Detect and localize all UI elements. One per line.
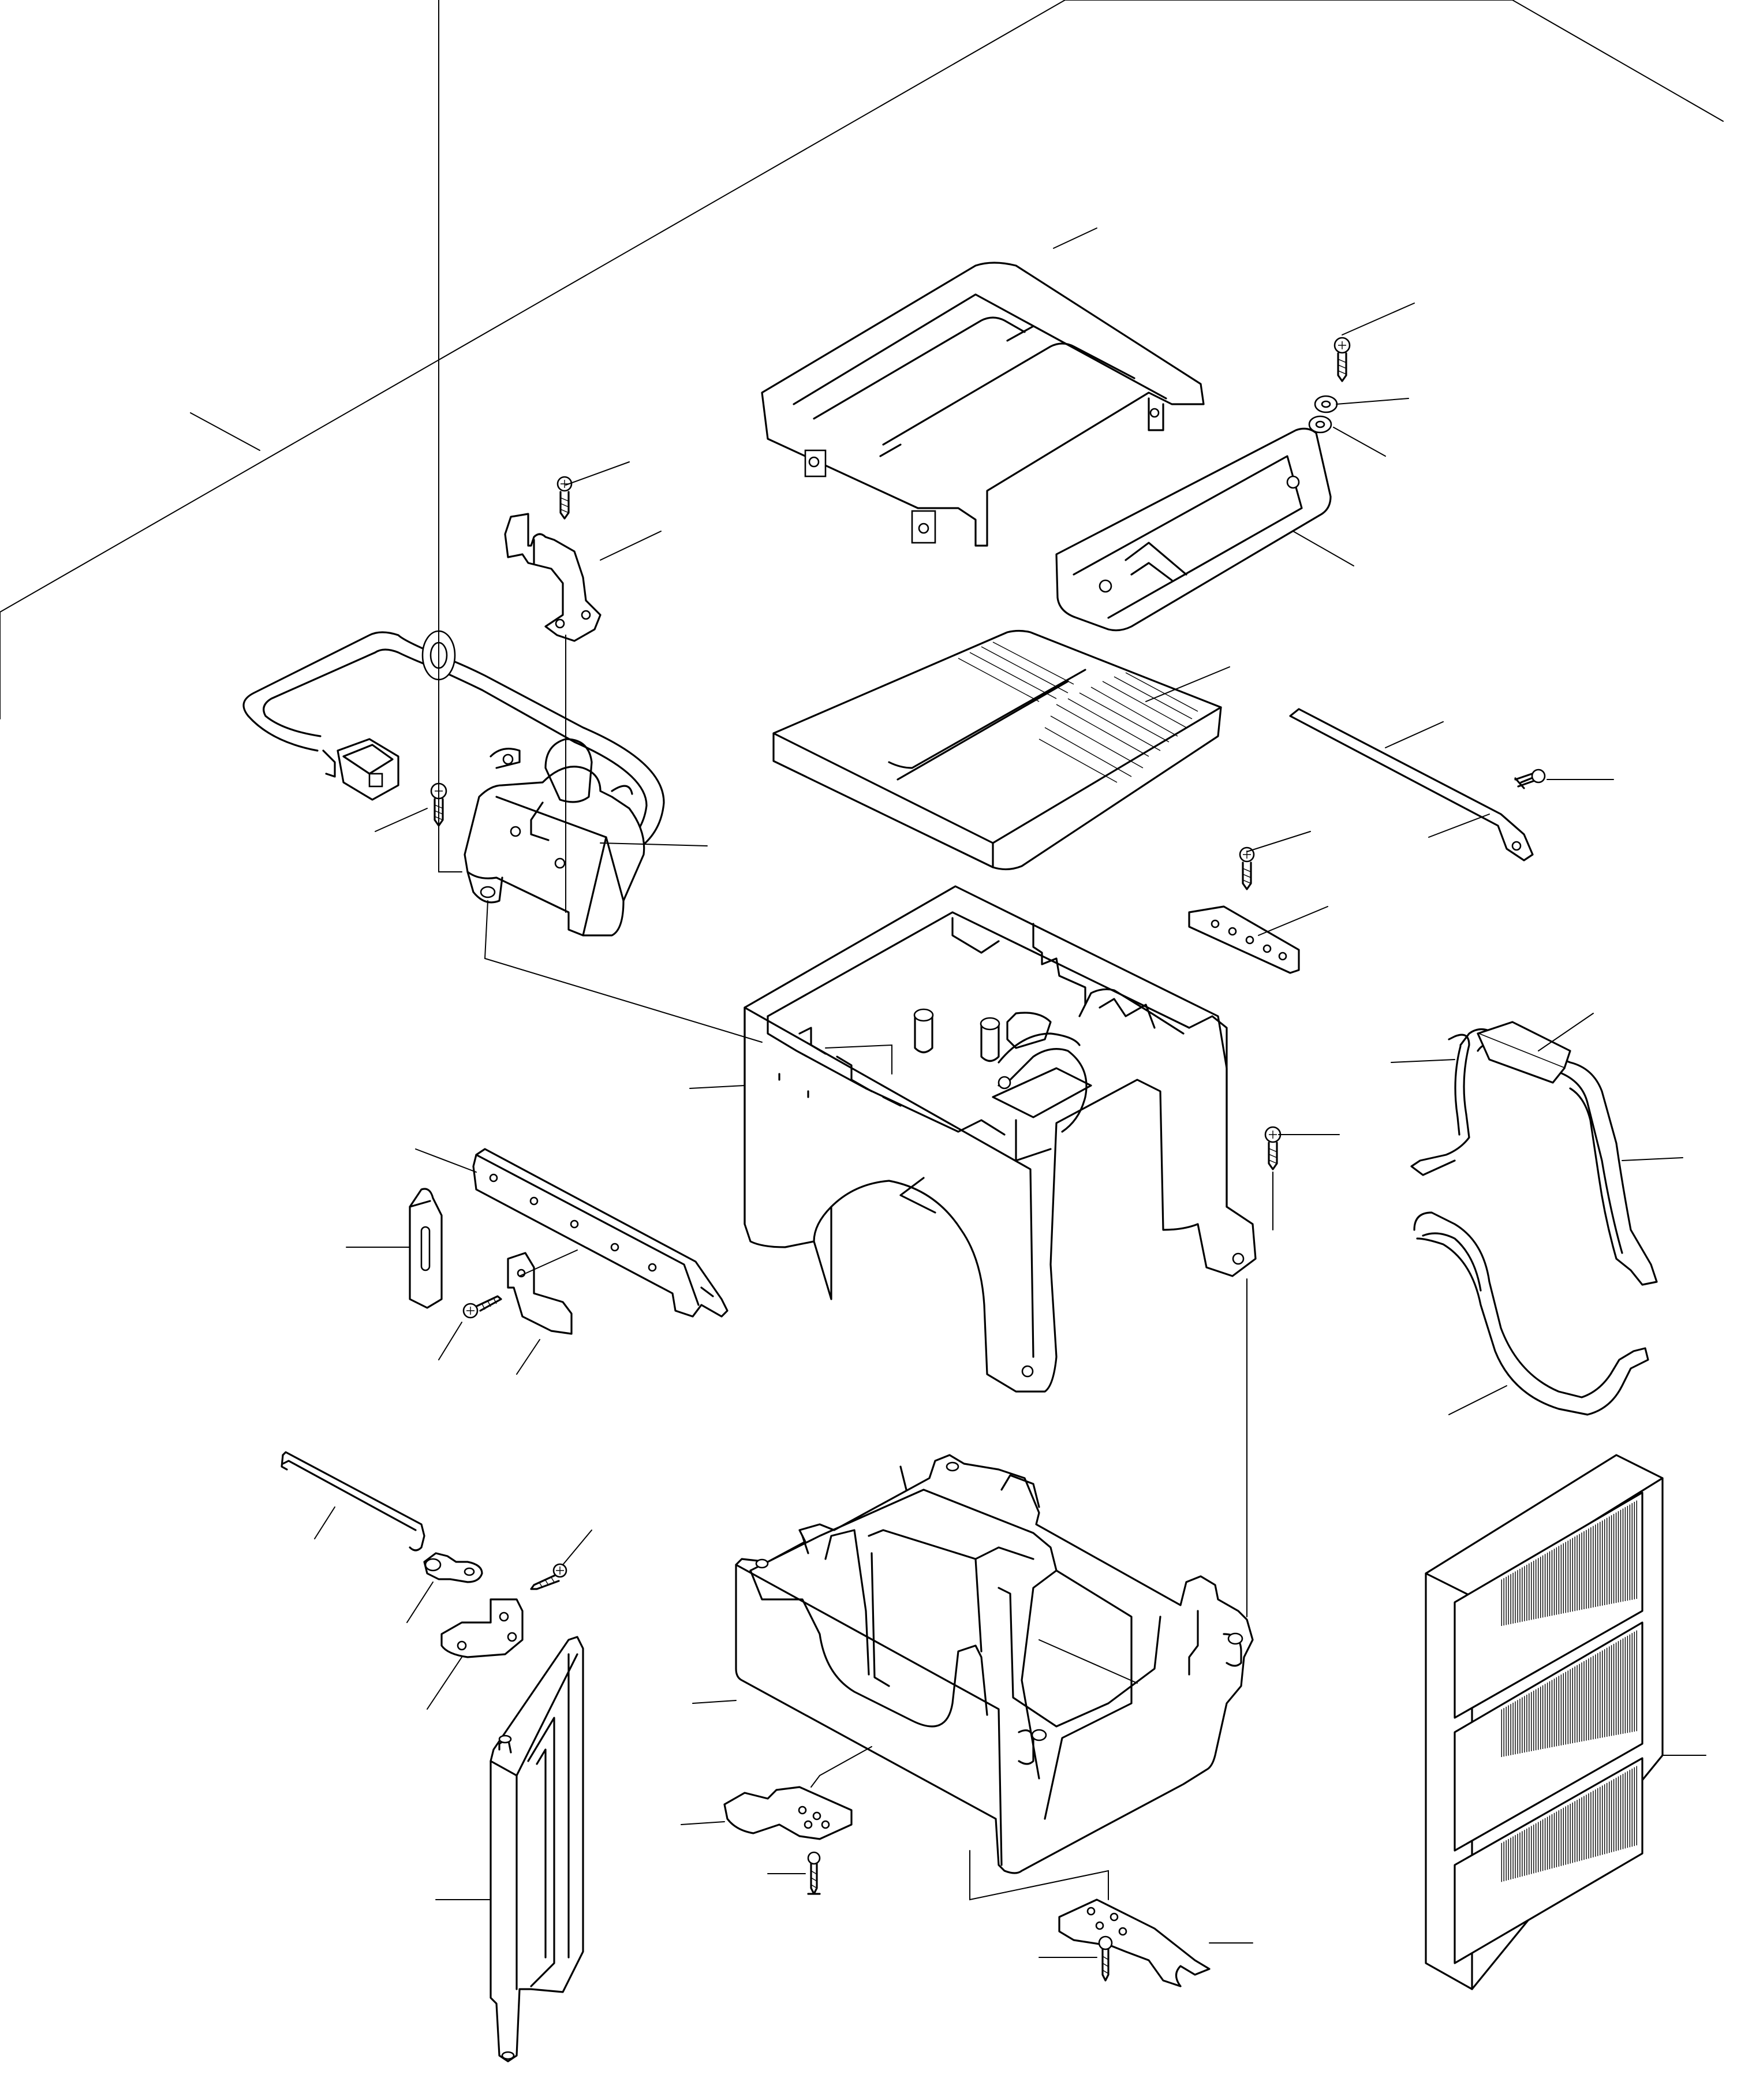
side-mount-bar: [472, 1148, 729, 1318]
lower-strap-loop: [1413, 1211, 1649, 1416]
upper-strap-loop: [1410, 1021, 1658, 1286]
rod-bracket-screw: [530, 1563, 567, 1590]
handle-grip: [1055, 427, 1332, 632]
rod-end-clevis: [423, 1552, 483, 1583]
air-filter-element: [1425, 1454, 1664, 1990]
foot-plate-left: [723, 1786, 853, 1895]
stop-switch-bracket: [504, 476, 602, 642]
small-tab-bracket: [507, 1252, 573, 1335]
upper-frame: [761, 262, 1205, 547]
cover-plate: [772, 629, 1222, 871]
mounting-plane-outline: [0, 0, 1724, 719]
rod-end-bracket: [440, 1598, 524, 1658]
upper-housing: [744, 885, 1257, 1393]
foot-plate-right: [1058, 1898, 1211, 1987]
leader-lines: [314, 0, 1706, 1958]
throttle-rod: [281, 1451, 425, 1551]
tab-bracket-screw: [462, 1295, 502, 1319]
slotted-plate: [409, 1188, 443, 1309]
ignition-coil: [464, 738, 645, 937]
lower-housing: [735, 1454, 1254, 1874]
housing-side-screw: [1264, 1126, 1282, 1170]
filter-pleats: [1501, 1500, 1638, 1882]
handle-screw: [1308, 337, 1351, 434]
mounting-bracket: [1188, 846, 1300, 974]
strap-bar: [1289, 708, 1546, 861]
side-channel-panel: [490, 1636, 584, 2062]
